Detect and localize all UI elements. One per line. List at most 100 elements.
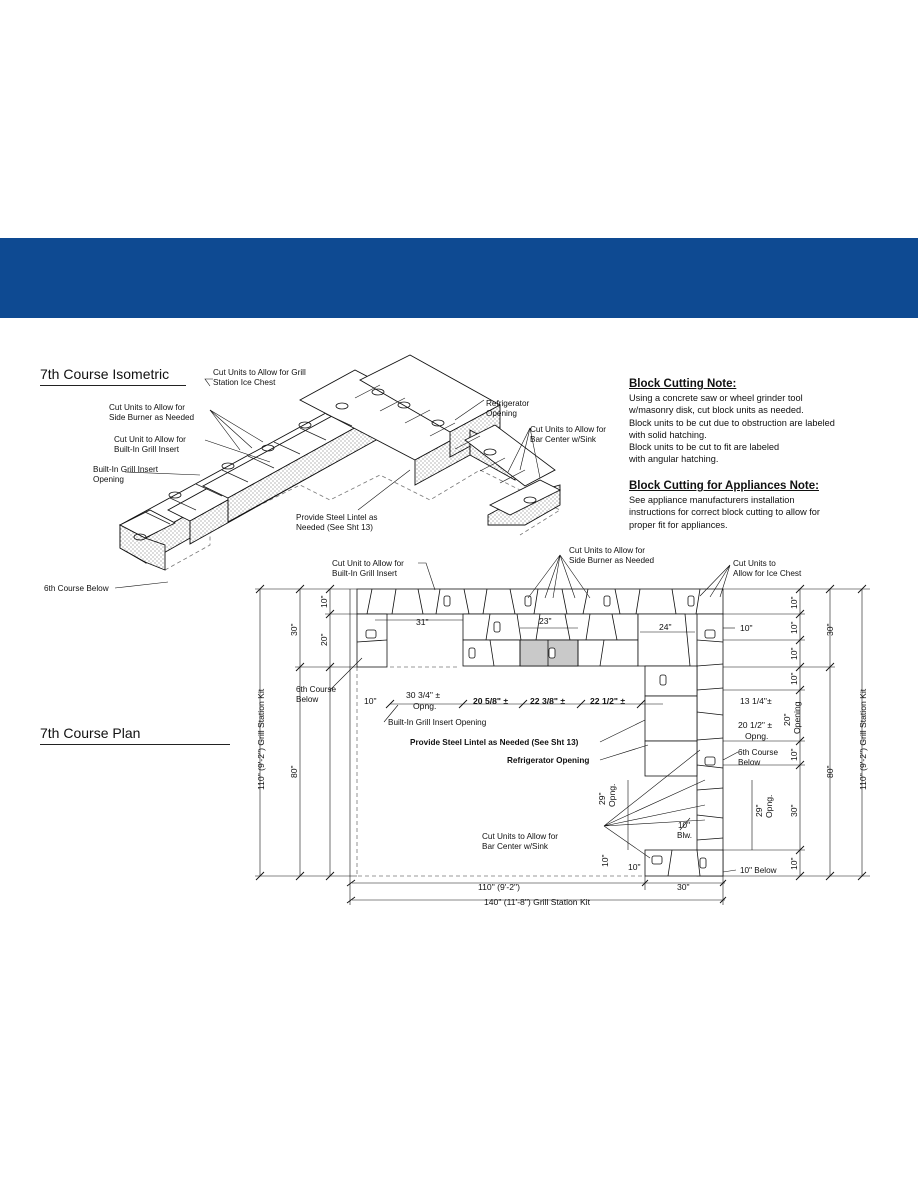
appliances-note: Block Cutting for Appliances Note: See a… [629,480,869,531]
block-cutting-heading: Block Cutting Note: [629,378,737,390]
dim-30-34: 30 3/4" ± [406,690,440,700]
iso-label-grill-cut: Cut Unit to Allow for [114,435,186,444]
dim-left-30: 30" [289,623,299,636]
plan-label-grill-cut: Built-In Grill Insert [332,569,398,578]
iso-label-steel-lintel: Needed (See Sht 13) [296,523,373,532]
dim-10-left: 10" [364,696,377,706]
appliances-heading: Block Cutting for Appliances Note: [629,480,819,492]
dim-left-80: 80" [289,765,299,778]
dim-right-10a: 10" [789,596,799,609]
iso-label-side-burner: Side Burner as Needed [109,413,195,422]
block-cutting-note: Block Cutting Note: Using a concrete saw… [629,378,869,465]
iso-leaders [114,378,541,589]
dim-31: 31" [416,617,429,627]
dim-left-110: 110" (9'-2") Grill Station Kit [256,688,266,790]
plan-title: 7th Course Plan [40,725,230,745]
plan-label-sixth-course-left: Below [296,695,318,704]
note-line: Using a concrete saw or wheel grinder to… [629,393,803,404]
dim-29-opng-right: Opng. [764,795,774,818]
dim-left-20: 20" [319,633,329,646]
plan-block-cores [365,595,716,869]
iso-label-grill-opening: Built-In Grill Insert [93,465,159,474]
dim-right-10f: 10" [789,857,799,870]
plan-right-column [644,613,724,877]
iso-label-sixth-course: 6th Course Below [44,584,109,593]
dim-29-opng-left: Opng. [607,784,617,807]
iso-block-cores [133,388,537,541]
plan-label-sixth-course-right: 6th Course [738,748,778,757]
plan-label-steel-lintel: Provide Steel Lintel as Needed (See Sht … [410,738,579,747]
dim-left-10-bottom: 10" [600,854,610,867]
plan-labels: Cut Unit to Allow for Built-In Grill Ins… [296,546,802,875]
plan-label-ice-chest: Cut Units to [733,559,776,568]
dim-far-110: 110" (9'-2") Grill Station Kit [858,688,868,790]
note-line: proper fit for appliances. [629,519,728,530]
iso-front-pier [119,509,176,571]
dim-right-10e: 10" [789,748,799,761]
dim-bottom-110: 110" (9'-2") [478,882,520,892]
iso-label-refrigerator: Refrigerator [486,399,530,408]
plan-rotated-dims: 10" 20" 30" 80" 110" (9'-2") Grill Stati… [256,595,868,870]
plan-label-sixth-course-left: 6th Course [296,685,336,694]
dim-bottom-140: 140" (11'-8") Grill Station Kit [484,897,591,907]
dim-22-12: 22 1/2" ± [590,696,625,706]
dim-right-10c: 10" [789,647,799,660]
plan-leaders [329,554,739,873]
dim-24: 24" [659,622,672,632]
iso-label-bar-center: Bar Center w/Sink [530,435,597,444]
dim-bottom-30: 30" [677,882,690,892]
iso-label-steel-lintel: Provide Steel Lintel as [296,513,377,522]
plan-label-bar-center: Bar Center w/Sink [482,842,549,851]
dim-right-20-opening: 20" [782,713,792,726]
plan-sixth-course-outline [356,666,645,877]
iso-label-ice-chest: Cut Units to Allow for Grill [213,368,306,377]
iso-label-side-burner: Cut Units to Allow for [109,403,185,412]
iso-block-dividers [144,384,526,525]
note-line: Block units to be cut due to obstruction… [629,417,835,428]
plan-label-bar-center: Cut Units to Allow for [482,832,558,841]
plan-label-side-burner: Side Burner as Needed [569,556,655,565]
note-line: See appliance manufacturers installation [629,495,795,506]
plan-dimension-lines [255,588,870,905]
plan-label-refrigerator: Refrigerator Opening [507,756,589,765]
dim-far-30: 30" [825,623,835,636]
dim-right-20-opening: Opening [792,701,802,734]
dim-right-30: 30" [789,804,799,817]
plan-dimension-text: 31" 23" 24" 10" 10" 30 3/4" ± Opng. 20 5… [364,616,772,907]
note-line: instructions for correct block cutting t… [629,507,820,518]
iso-labels: Cut Units to Allow for Grill Station Ice… [44,368,606,593]
dim-right-10d: 10" [789,672,799,685]
iso-label-grill-opening: Opening [93,475,124,484]
plan-label-ten-below: 10" Below [740,866,777,875]
plan-label-side-burner: Cut Units to Allow for [569,546,645,555]
isometric-title: 7th Course Isometric [40,366,186,386]
dim-20-12: 20 1/2" ± [738,720,772,730]
note-line: with angular hatching. [629,454,719,465]
dim-20-58: 20 5/8" ± [473,696,508,706]
iso-label-ice-chest: Station Ice Chest [213,378,276,387]
dim-30-34: Opng. [413,701,436,711]
dim-22-38: 22 3/8" ± [530,696,565,706]
dim-20-12: Opng. [745,731,768,741]
plan-label-sixth-course-right: Below [738,758,760,767]
plan-dimension-ticks [255,584,867,904]
iso-right-arm [464,424,562,526]
iso-label-refrigerator: Opening [486,409,517,418]
plan-left-pier [356,613,388,668]
plan-top-row-2 [462,613,691,667]
plan-top-row [356,588,724,615]
dim-23: 23" [539,616,552,626]
note-line: w/masonry disk, cut block units as neede… [629,405,804,416]
plan-label-ice-chest: Allow for Ice Chest [733,569,802,578]
dim-10-bottom: 10" [628,862,641,872]
plan-label-grill-cut: Cut Unit to Allow for [332,559,404,568]
dim-10-right: 10" [740,623,753,633]
dim-right-10b: 10" [789,621,799,634]
iso-label-bar-center: Cut Units to Allow for [530,425,606,434]
note-line: Block units to be cut to fit are labeled [629,442,780,453]
plan-label-ten-blw: Blw. [677,831,692,840]
plan-label-ten-blw: 10" [678,821,690,830]
dim-29-opng-right: 29" [754,804,764,817]
